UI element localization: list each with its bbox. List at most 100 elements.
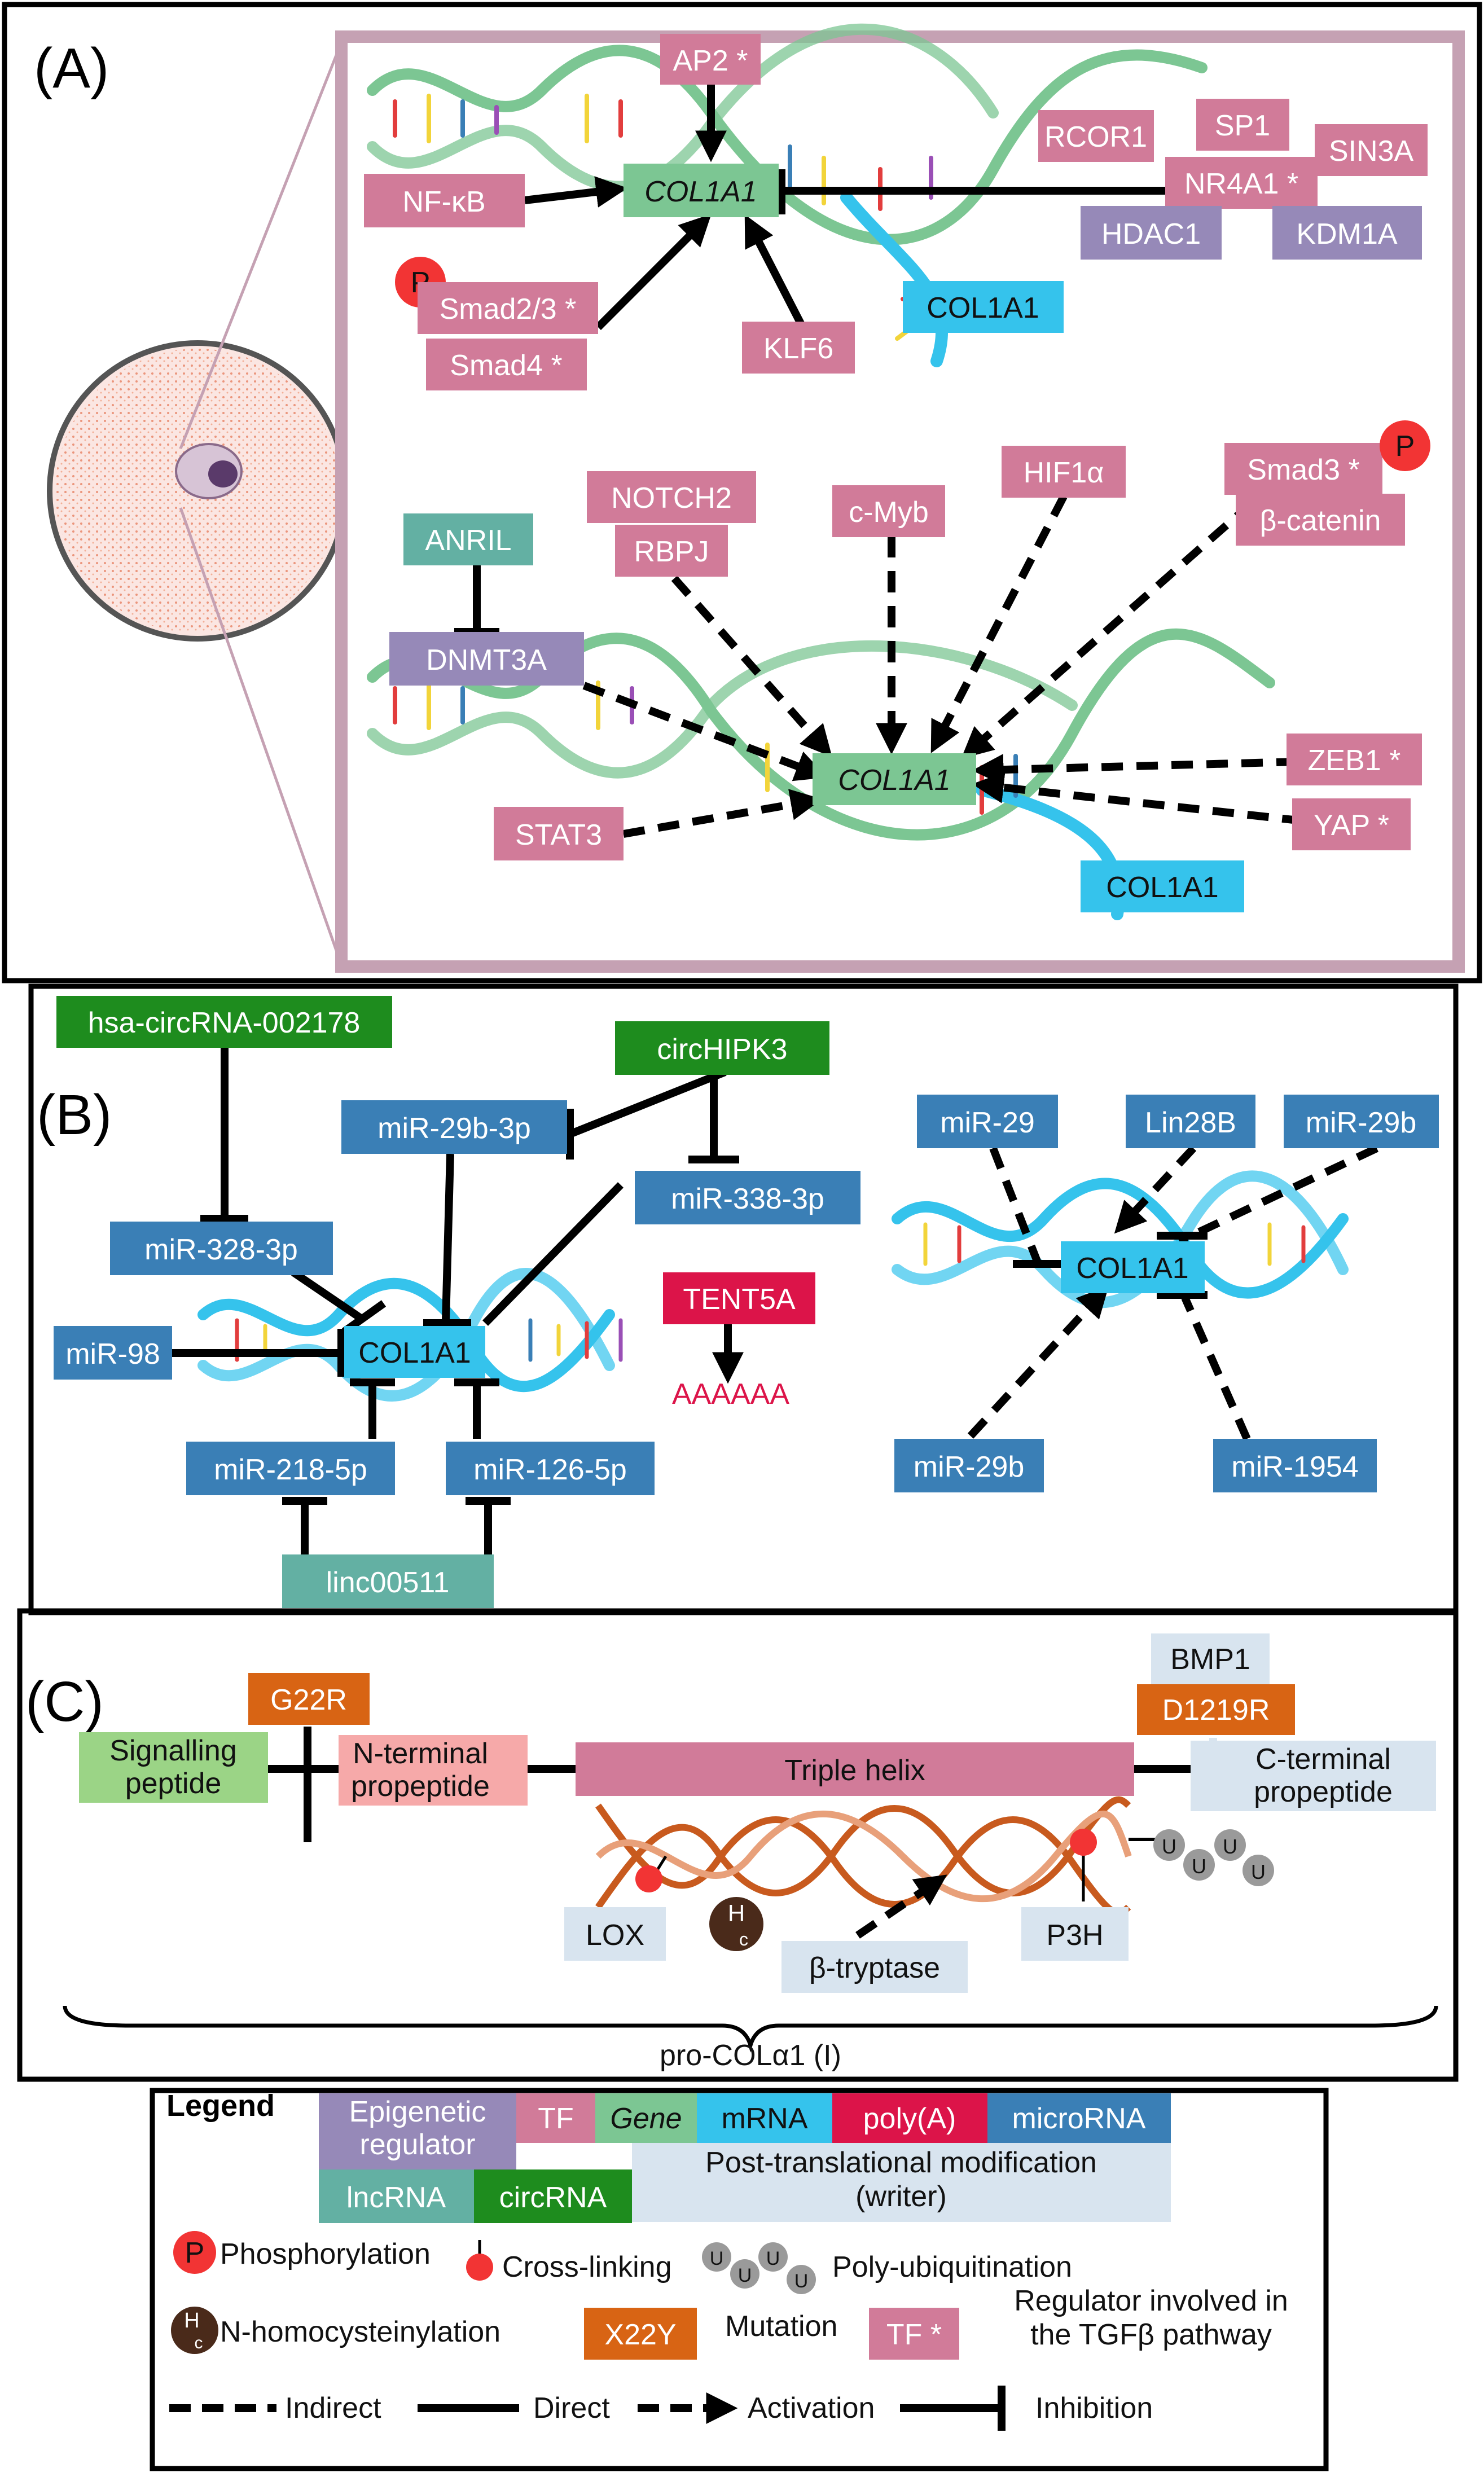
svg-text:Smad2/3 *: Smad2/3 * xyxy=(440,293,577,326)
svg-text:G22R: G22R xyxy=(270,1684,347,1716)
homocysteinylation-marker: H c xyxy=(709,1897,763,1951)
legend-microrna: microRNA xyxy=(987,2093,1171,2143)
smad4-node: Smad4 * xyxy=(426,339,587,390)
dnmt3a-node: DNMT3A xyxy=(389,632,584,686)
lox-crosslink-marker xyxy=(635,1855,668,1892)
svg-text:TF: TF xyxy=(538,2102,574,2135)
panel-c-frame xyxy=(17,1608,1459,2082)
panel-b-connectors xyxy=(169,1047,1378,1557)
mir98-node: miR-98 xyxy=(54,1326,172,1380)
svg-text:HIF1α: HIF1α xyxy=(1024,456,1104,489)
legend-crosslinking: Cross-linking xyxy=(466,2240,672,2283)
rcor1-node: RCOR1 xyxy=(1038,110,1154,162)
mir29b-bottom-node: miR-29b xyxy=(894,1439,1044,1492)
svg-text:U: U xyxy=(1192,1855,1206,1878)
polya-tail: AAAAAA xyxy=(672,1378,789,1411)
svg-text:Regulator involved in: Regulator involved in xyxy=(1014,2285,1288,2317)
stat3-node: STAT3 xyxy=(494,807,624,860)
g22r-node: G22R xyxy=(248,1673,370,1725)
phospho-marker-smad3: P xyxy=(1380,420,1430,471)
legend-polyubiquitination: U U U U Poly-ubiquitination xyxy=(702,2242,1072,2294)
mir126-node: miR-126-5p xyxy=(446,1442,655,1495)
cell-illustration xyxy=(47,340,348,642)
mir1954-node: miR-1954 xyxy=(1213,1439,1377,1492)
hdac1-node: HDAC1 xyxy=(1081,206,1222,260)
col1a1-gene-bottom-node: COL1A1 xyxy=(813,753,976,805)
svg-text:Signalling: Signalling xyxy=(109,1734,237,1767)
hif1a-node: HIF1α xyxy=(1002,446,1126,498)
svg-text:propeptide: propeptide xyxy=(1254,1776,1393,1808)
legend-lncrna: lncRNA xyxy=(319,2169,474,2223)
legend-gene: Gene xyxy=(595,2093,697,2143)
zoom-line-bottom xyxy=(179,507,343,965)
legend-tgfb: TF * Regulator involved in the TGFβ path… xyxy=(869,2285,1288,2360)
svg-text:miR-1954: miR-1954 xyxy=(1231,1451,1358,1483)
svg-text:miR-29: miR-29 xyxy=(940,1106,1035,1139)
legend-polya: poly(A) xyxy=(832,2093,987,2143)
nr4a1-node: NR4A1 * xyxy=(1165,157,1318,209)
legend-homocysteinylation: H c N-homocysteinylation xyxy=(171,2307,500,2354)
svg-text:c: c xyxy=(195,2334,203,2352)
svg-text:BMP1: BMP1 xyxy=(1170,1643,1250,1676)
mir328-node: miR-328-3p xyxy=(110,1222,333,1275)
svg-text:β-tryptase: β-tryptase xyxy=(809,1952,940,1984)
col1a1-right-node: COL1A1 xyxy=(1061,1241,1205,1293)
svg-text:COL1A1: COL1A1 xyxy=(1106,871,1218,904)
svg-text:Triple helix: Triple helix xyxy=(784,1754,925,1787)
svg-text:NOTCH2: NOTCH2 xyxy=(611,482,732,515)
svg-text:miR-338-3p: miR-338-3p xyxy=(671,1183,824,1215)
legend: Legend Epigenetic regulator TF Gene mRNA… xyxy=(166,2089,1288,2431)
svg-text:U: U xyxy=(794,2270,809,2292)
svg-text:propeptide: propeptide xyxy=(351,1770,490,1803)
panel-a-bottom-connectors xyxy=(454,494,1304,838)
zeb1-node: ZEB1 * xyxy=(1287,734,1422,785)
legend-line-types: Indirect Direct Activation Inhibition xyxy=(169,2386,1153,2431)
svg-text:miR-328-3p: miR-328-3p xyxy=(144,1233,298,1266)
svg-text:COL1A1: COL1A1 xyxy=(644,175,757,208)
triple-helix-strands xyxy=(595,1796,1132,1917)
panel-c-letter: (C) xyxy=(25,1670,104,1733)
svg-text:miR-29b: miR-29b xyxy=(914,1451,1025,1483)
svg-text:KDM1A: KDM1A xyxy=(1296,218,1397,251)
svg-text:COL1A1: COL1A1 xyxy=(358,1337,471,1369)
svg-text:STAT3: STAT3 xyxy=(515,819,602,851)
svg-text:lncRNA: lncRNA xyxy=(346,2181,446,2214)
sp1-node: SP1 xyxy=(1196,99,1289,151)
mir29-node: miR-29 xyxy=(917,1095,1058,1148)
svg-text:peptide: peptide xyxy=(125,1767,222,1800)
svg-text:Epigenetic: Epigenetic xyxy=(349,2096,486,2128)
svg-text:(writer): (writer) xyxy=(855,2180,947,2213)
legend-ptm: Post-translational modification (writer) xyxy=(632,2143,1171,2222)
svg-text:COL1A1: COL1A1 xyxy=(838,764,950,797)
p3h-node: P3H xyxy=(1021,1907,1129,1961)
col1a1-mrna-top-node: COL1A1 xyxy=(903,281,1064,333)
smad3-node: Smad3 * xyxy=(1224,443,1382,495)
svg-text:Poly-ubiquitination: Poly-ubiquitination xyxy=(832,2251,1072,2283)
panel-a-labels: AP2 * NF-κB COL1A1 RCOR1 SP1 SIN3A NR4A1… xyxy=(364,34,1430,912)
svg-text:P: P xyxy=(185,2237,205,2269)
svg-text:Activation: Activation xyxy=(748,2392,875,2425)
svg-text:COL1A1: COL1A1 xyxy=(1076,1252,1188,1285)
svg-text:U: U xyxy=(1251,1860,1266,1883)
svg-text:U: U xyxy=(766,2248,780,2269)
anril-node: ANRIL xyxy=(403,513,533,565)
svg-text:SIN3A: SIN3A xyxy=(1329,135,1414,168)
rbpj-node: RBPJ xyxy=(615,525,728,577)
svg-text:TF *: TF * xyxy=(886,2318,942,2351)
notch2-node: NOTCH2 xyxy=(587,471,756,523)
panel-b-labels: hsa-circRNA-002178 circHIPK3 miR-29b-3p … xyxy=(54,996,1439,1608)
kdm1a-node: KDM1A xyxy=(1272,206,1422,260)
svg-text:U: U xyxy=(1223,1835,1237,1858)
svg-text:H: H xyxy=(184,2309,199,2333)
panel-a-letter: (A) xyxy=(34,37,109,100)
panel-b-letter: (B) xyxy=(37,1083,112,1147)
svg-text:RBPJ: RBPJ xyxy=(634,535,709,568)
cmyb-node: c-Myb xyxy=(832,485,945,537)
svg-text:LOX: LOX xyxy=(586,1919,644,1952)
svg-text:N-terminal: N-terminal xyxy=(353,1737,488,1770)
svg-text:NF-κB: NF-κB xyxy=(402,186,485,218)
panel-c-connectors xyxy=(63,1727,1438,2053)
mir29b3p-node: miR-29b-3p xyxy=(341,1100,567,1154)
lin28b-node: Lin28B xyxy=(1126,1095,1255,1148)
svg-text:COL1A1: COL1A1 xyxy=(927,292,1039,324)
